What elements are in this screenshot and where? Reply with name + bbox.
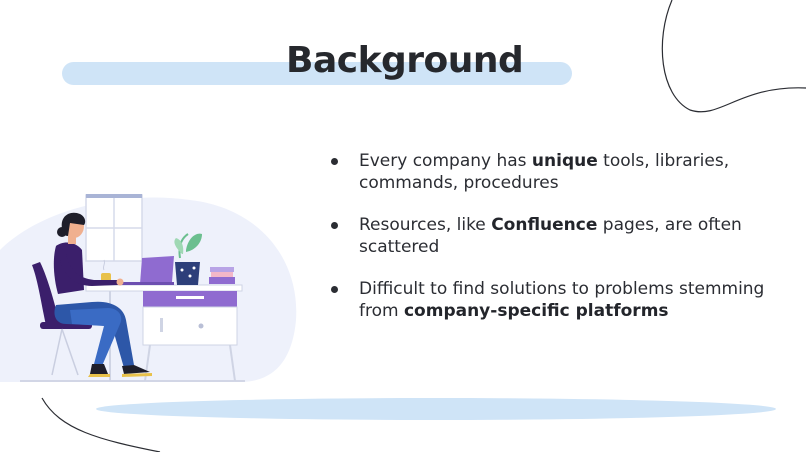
laptop (118, 256, 174, 285)
bullet-dot (331, 158, 338, 165)
bullet-item: Every company has unique tools, librarie… (328, 150, 768, 194)
bullet-dot (331, 286, 338, 293)
slide-title: Background (286, 40, 524, 81)
bullet-text: Every company has (359, 151, 532, 171)
woman-working-at-desk-illustration (0, 194, 297, 382)
bullet-text: tools, libraries, commands, procedures (359, 151, 730, 193)
top-right-curve (661, 0, 806, 113)
title-highlight-bar (62, 62, 572, 85)
bullet-item: Resources, like Confluence pages, are of… (328, 214, 768, 258)
plant (174, 233, 202, 285)
bullet-emphasis: Confluence (491, 215, 598, 235)
bullet-text: pages, are often scattered (359, 215, 742, 257)
bottom-highlight-bar (96, 398, 776, 420)
window (85, 194, 143, 262)
bullet-dot (331, 222, 338, 229)
woman (53, 212, 152, 377)
bullet-emphasis: unique (531, 151, 598, 171)
bullet-item: Difficult to find solutions to problems … (328, 278, 768, 322)
bottom-left-curve (41, 397, 161, 452)
bullet-text: Resources, like (359, 215, 492, 235)
books (209, 267, 235, 284)
bullet-emphasis: company-specific platforms (403, 301, 669, 321)
bullet-text: Difficult to find solutions to problems … (359, 279, 765, 321)
bullet-list: Every company has unique tools, librarie… (328, 150, 768, 342)
